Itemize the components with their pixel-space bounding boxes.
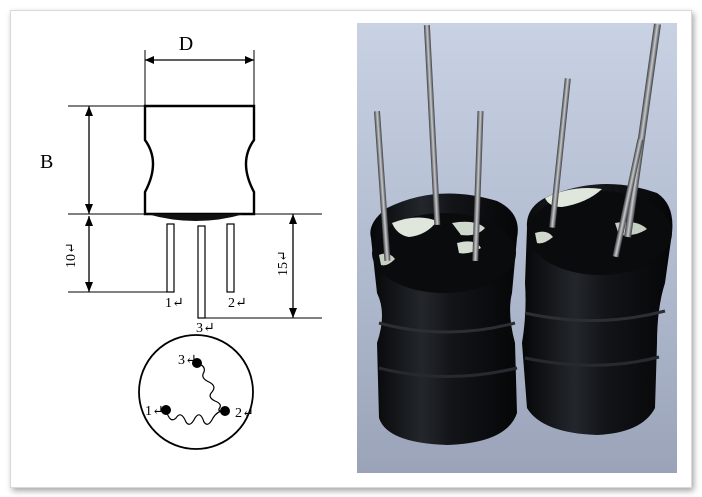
lead-1	[166, 223, 175, 293]
left-lead-2	[472, 110, 484, 262]
pin-1-label: 1↵	[165, 296, 184, 311]
bottom-pin-3-label: 3↵	[178, 353, 197, 368]
right-inductor	[522, 23, 673, 435]
dim-15-arrow-bottom	[289, 308, 297, 318]
inductor-photo	[357, 23, 677, 473]
lead-2	[226, 223, 235, 293]
right-inductor-top	[528, 191, 672, 275]
right-inductor-ridge-2	[524, 355, 660, 367]
dim-10-label: 10↵	[64, 242, 79, 268]
bottom-pin-1-dot	[161, 405, 171, 415]
winding-1-to-2	[165, 409, 226, 425]
left-lead-3	[423, 24, 441, 226]
right-inductor-glare	[545, 188, 602, 207]
inductor-base	[147, 214, 244, 221]
right-lead-1	[549, 78, 571, 228]
bottom-pin-2-label: 2↵	[235, 406, 254, 421]
right-inductor-ridge	[524, 309, 666, 322]
dim-b-label: B	[40, 151, 53, 173]
dim-d-arrow-left	[145, 56, 154, 64]
pin-2-label: 2↵	[228, 296, 247, 311]
dim-10-arrow-bottom	[85, 282, 93, 292]
left-inductor	[370, 24, 518, 445]
dim-b-arrow-bottom	[85, 204, 93, 214]
lead-3	[197, 225, 206, 319]
dim-15-arrow-top	[289, 214, 297, 224]
left-lead-1	[373, 110, 391, 262]
inductor-technical-drawing: D B 10↵ 15↵ 1↵ 2↵ 3↵ 3↵ 1↵ 2↵	[40, 33, 322, 450]
pin-3-label: 3↵	[196, 321, 215, 336]
bottom-pin-2-dot	[220, 406, 230, 416]
bottom-pin-3-dot	[192, 358, 202, 368]
inductor-body-outline	[143, 104, 256, 216]
bottom-view-outline	[138, 334, 254, 450]
dim-d-label: D	[179, 33, 193, 55]
bottom-pin-1-label: 1↵	[145, 404, 164, 419]
left-inductor-glare	[392, 217, 437, 237]
dim-10-arrow-top	[85, 216, 93, 226]
winding-3-to-2	[196, 362, 226, 412]
dim-15-label: 15↵	[276, 250, 291, 276]
right-lead-2	[612, 138, 644, 258]
dim-d-arrow-right	[245, 56, 254, 64]
left-inductor-ridge	[378, 321, 516, 334]
left-inductor-ridge-2	[378, 366, 518, 378]
dim-b-arrow-top	[85, 106, 93, 116]
right-inductor-glare-3	[535, 231, 553, 244]
